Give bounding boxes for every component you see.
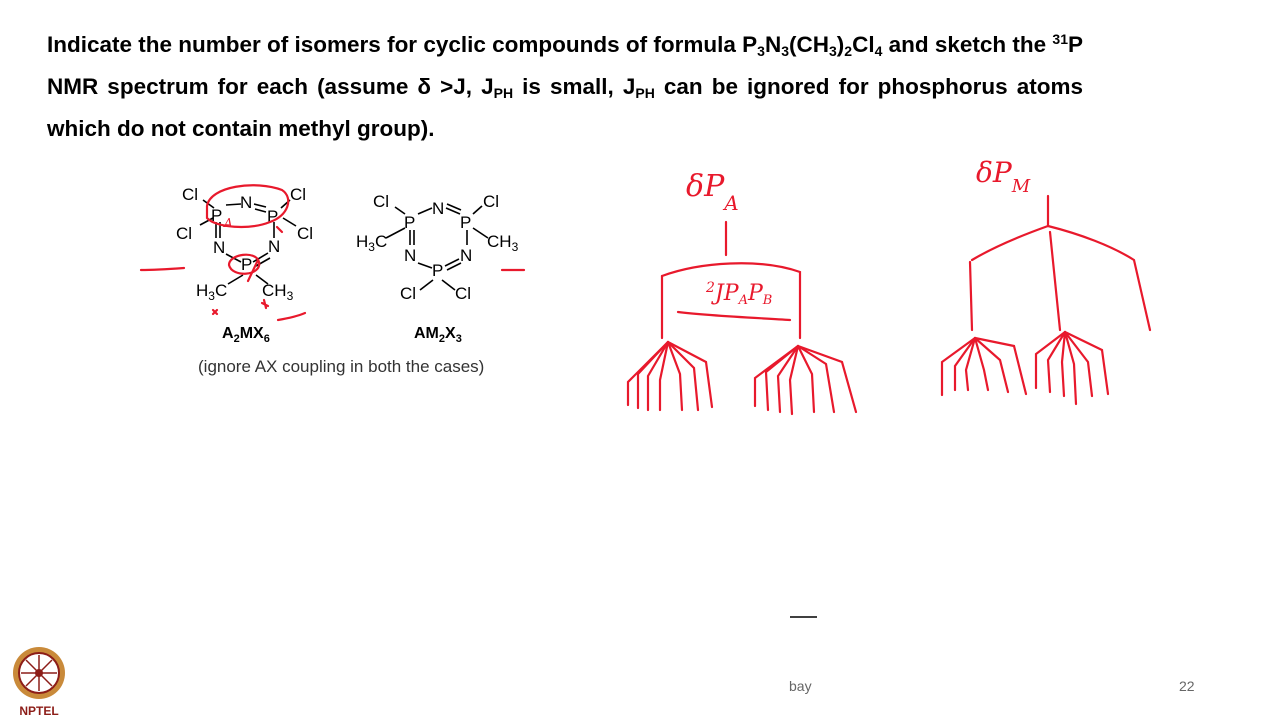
footer-text: bay [789,678,812,694]
s2-p-bottom: P [432,261,443,280]
s1-p-right: P [267,207,278,226]
s1-n-right: N [268,237,280,256]
s2-n-right: N [460,246,472,265]
page-number: 22 [1179,678,1195,694]
s1-cl-4: Cl [297,224,313,243]
red-annotations [139,184,1152,416]
s2-cl-2: Cl [483,192,499,211]
s1-n-left: N [213,238,225,257]
red-labels: δPA δPM 2JPAPB A [223,156,1031,308]
s1-cl-3: Cl [176,224,192,243]
s2-n-left: N [404,246,416,265]
s2-ch3: CH3 [487,232,519,254]
s1-cl-2: Cl [290,185,306,204]
s1-p-bottom: P [241,255,252,274]
s1-n-top: N [240,193,252,212]
coupling-note: (ignore AX coupling in both the cases) [198,357,484,376]
s1-p-left: P [211,206,222,225]
s2-cl-1: Cl [373,192,389,211]
nptel-logo-text: NPTEL [19,704,58,718]
delta-pm-label: δPM [976,156,1031,197]
s1-label-a2mx6: A2MX6 [222,325,270,345]
structure-2-atoms: Cl Cl N P P H3C CH3 N N P Cl Cl [356,192,519,303]
delta-pa-label: δPA [686,169,739,215]
atom-a-mark: A [223,216,233,230]
structure-1-atoms: Cl Cl Cl Cl N P P N N P H3C CH3 [176,185,313,303]
s2-p-right: P [460,213,471,232]
s1-ch3: CH3 [262,281,294,303]
coupling-2j-label: 2JPAPB [705,280,772,308]
question-text: Indicate the number of isomers for cycli… [47,31,1084,141]
s2-n-top: N [432,199,444,218]
s2-cl-4: Cl [455,284,471,303]
nptel-emblem-icon: NPTEL [13,647,65,718]
s2-cl-3: Cl [400,284,416,303]
s1-h3c: H3C [196,281,227,303]
nptel-logo: NPTEL [8,645,70,719]
s1-cl-1: Cl [182,185,198,204]
structure-2-bonds [385,203,489,291]
s2-p-left: P [404,213,415,232]
s2-h3c: H3C [356,232,387,254]
s2-label-am2x3: AM2X3 [414,325,462,345]
